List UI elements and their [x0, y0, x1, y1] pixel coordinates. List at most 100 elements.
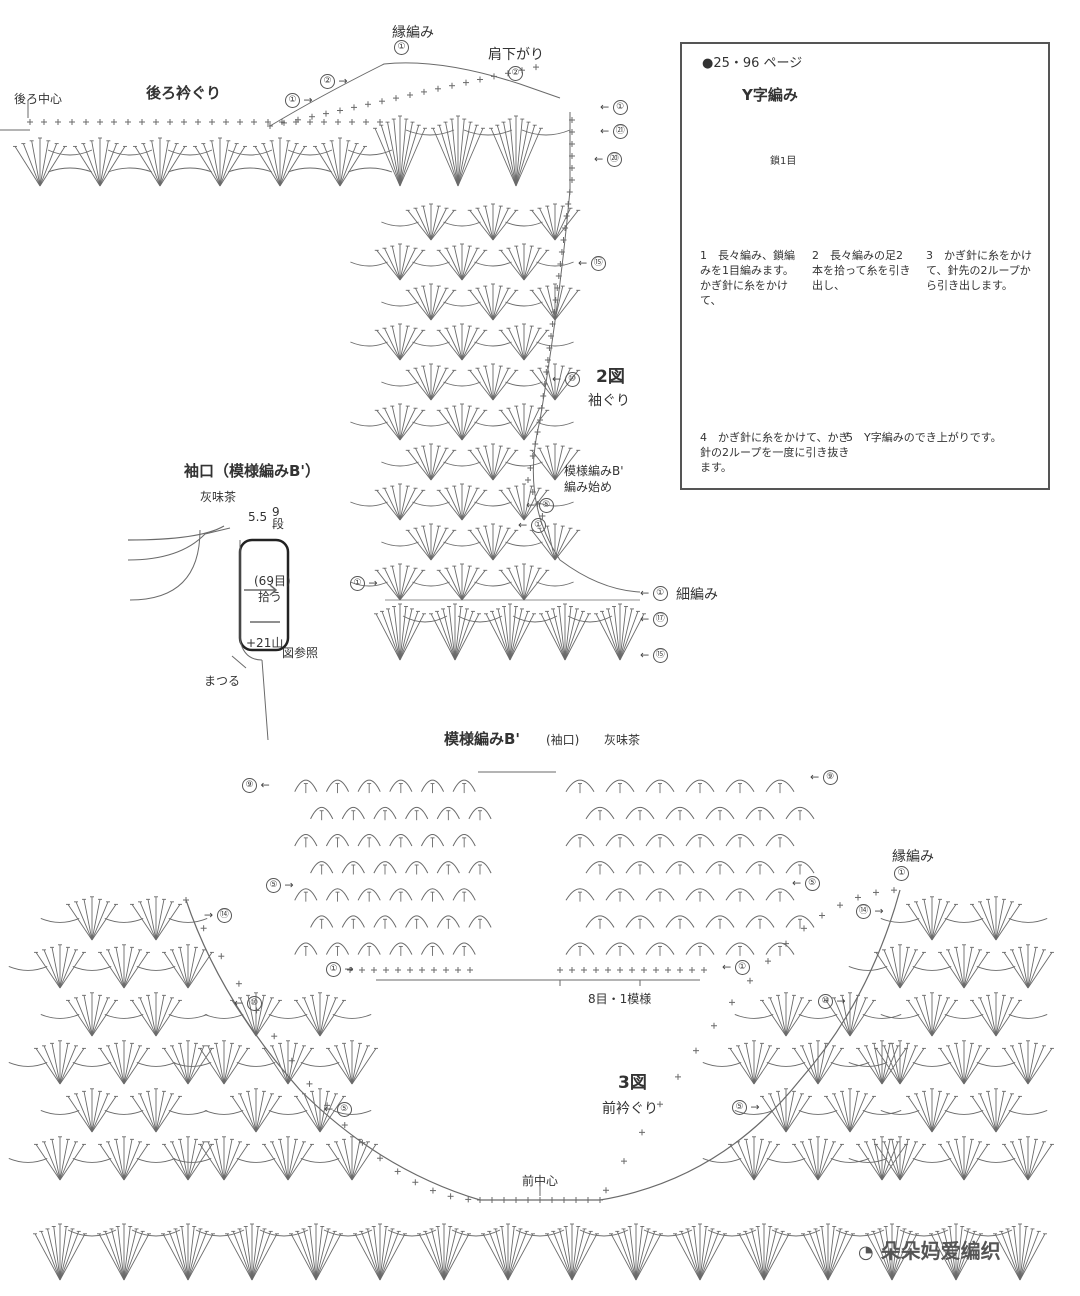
- fan-stitch: [187, 1045, 205, 1085]
- fan-stitch: [881, 1048, 907, 1085]
- fan-stitch: [59, 1139, 69, 1181]
- fan-stitch: [477, 288, 494, 321]
- fan-stitch: [469, 290, 494, 321]
- fan-stitch: [509, 613, 535, 661]
- fan-stitch: [469, 210, 494, 241]
- fan-stitch: [817, 1144, 843, 1181]
- chain-arc: [323, 1229, 373, 1237]
- chain-arc: [8, 965, 48, 971]
- fan-stitch: [623, 1228, 637, 1281]
- chain-arc: [512, 615, 558, 623]
- step2-caption: 2 長々編みの足2本を拾って糸を引き出し、: [812, 249, 911, 292]
- fan-stitch: [239, 1093, 257, 1133]
- chain-arc: [40, 917, 80, 923]
- fan-stitch: [443, 1233, 470, 1281]
- fan-stitch: [443, 1231, 464, 1281]
- fan-stitch: [393, 119, 401, 187]
- fan-stitch: [279, 143, 298, 187]
- fan-stitch: [147, 1091, 157, 1133]
- chain-arc: [131, 1229, 181, 1237]
- fan-stitch: [391, 565, 401, 601]
- fan-stitch: [899, 947, 909, 989]
- fan-stitch: [51, 1139, 61, 1181]
- fan-stitch: [43, 1141, 61, 1181]
- fan-stitch: [793, 1048, 819, 1085]
- fan-stitch: [899, 1144, 925, 1181]
- fan-stitch: [729, 1048, 755, 1085]
- fan-stitch: [461, 488, 478, 521]
- fan-stitch: [430, 450, 455, 481]
- chain-arc: [944, 1109, 984, 1115]
- fan-stitch: [39, 140, 49, 187]
- fan-stitch: [477, 368, 494, 401]
- shell-arc: [645, 779, 675, 792]
- fan-stitch: [753, 1043, 763, 1085]
- fan-stitch: [496, 125, 517, 187]
- fan-stitch: [399, 606, 407, 661]
- fan-stitch: [554, 205, 564, 241]
- fan-stitch: [255, 1091, 265, 1133]
- chain-arc: [880, 1013, 920, 1019]
- fan-stitch: [351, 1045, 369, 1085]
- fan-stitch: [881, 1043, 891, 1085]
- fan-stitch: [245, 1226, 253, 1281]
- chain-arc: [443, 461, 481, 467]
- chain-arc: [976, 1061, 1016, 1067]
- fan-stitch: [503, 606, 511, 661]
- chain-arc: [899, 1229, 949, 1237]
- fan-stitch: [107, 949, 125, 989]
- fan-stitch: [399, 408, 416, 441]
- chain-arc: [350, 341, 388, 347]
- chain-arc: [227, 167, 273, 173]
- fan-stitch: [785, 1093, 803, 1133]
- fan-stitch: [737, 1045, 755, 1085]
- row-label: ①: [894, 866, 909, 881]
- fan-stitch: [207, 1045, 225, 1085]
- fan-stitch: [507, 1231, 528, 1281]
- fan-stitch: [769, 997, 787, 1037]
- shell-arc: [468, 861, 492, 874]
- chain-arc: [168, 1109, 208, 1115]
- fan-stitch: [955, 1231, 976, 1281]
- fan-stitch: [515, 405, 525, 441]
- fan-stitch: [399, 565, 409, 601]
- fan-stitch: [500, 410, 525, 441]
- fan-stitch: [374, 128, 401, 187]
- fan-stitch: [635, 1231, 656, 1281]
- row-label: ← ①: [518, 518, 546, 533]
- fig3-label: 3図: [618, 1073, 647, 1093]
- fan-stitch: [531, 450, 556, 481]
- fan-stitch: [469, 530, 494, 561]
- fan-stitch: [857, 1144, 883, 1181]
- fan-stitch: [963, 1045, 981, 1085]
- fan-stitch: [1003, 1048, 1029, 1085]
- fan-stitch: [931, 1091, 941, 1133]
- fan-stitch: [801, 1045, 819, 1085]
- shell-arc: [745, 915, 775, 928]
- fan-stitch: [399, 125, 420, 187]
- fan-stitch: [399, 330, 424, 361]
- fan-stitch: [415, 368, 432, 401]
- fan-stitch: [674, 1233, 701, 1281]
- fan-stitch: [492, 288, 509, 321]
- fan-stitch: [251, 1226, 259, 1281]
- fan-stitch: [477, 528, 494, 561]
- fan-stitch: [399, 490, 424, 521]
- chain-arc: [579, 1229, 629, 1237]
- fan-stitch: [955, 1228, 969, 1281]
- shell-arc: [565, 833, 595, 847]
- fan-stitch: [123, 1231, 144, 1281]
- fan-stitch: [500, 490, 525, 521]
- fan-stitch: [430, 370, 455, 401]
- fan-stitch: [899, 1139, 909, 1181]
- fan-stitch: [899, 1048, 925, 1085]
- fan-stitch: [461, 408, 478, 441]
- fan-stitch: [39, 143, 58, 187]
- single-crochet-label: 細編み: [676, 587, 718, 603]
- fan-stitch: [995, 1093, 1013, 1133]
- row-label: ① →: [350, 576, 378, 591]
- chain-arc: [287, 149, 333, 156]
- shell-arc: [645, 942, 675, 955]
- chain-arc: [443, 381, 481, 387]
- chain-arc: [1008, 917, 1048, 923]
